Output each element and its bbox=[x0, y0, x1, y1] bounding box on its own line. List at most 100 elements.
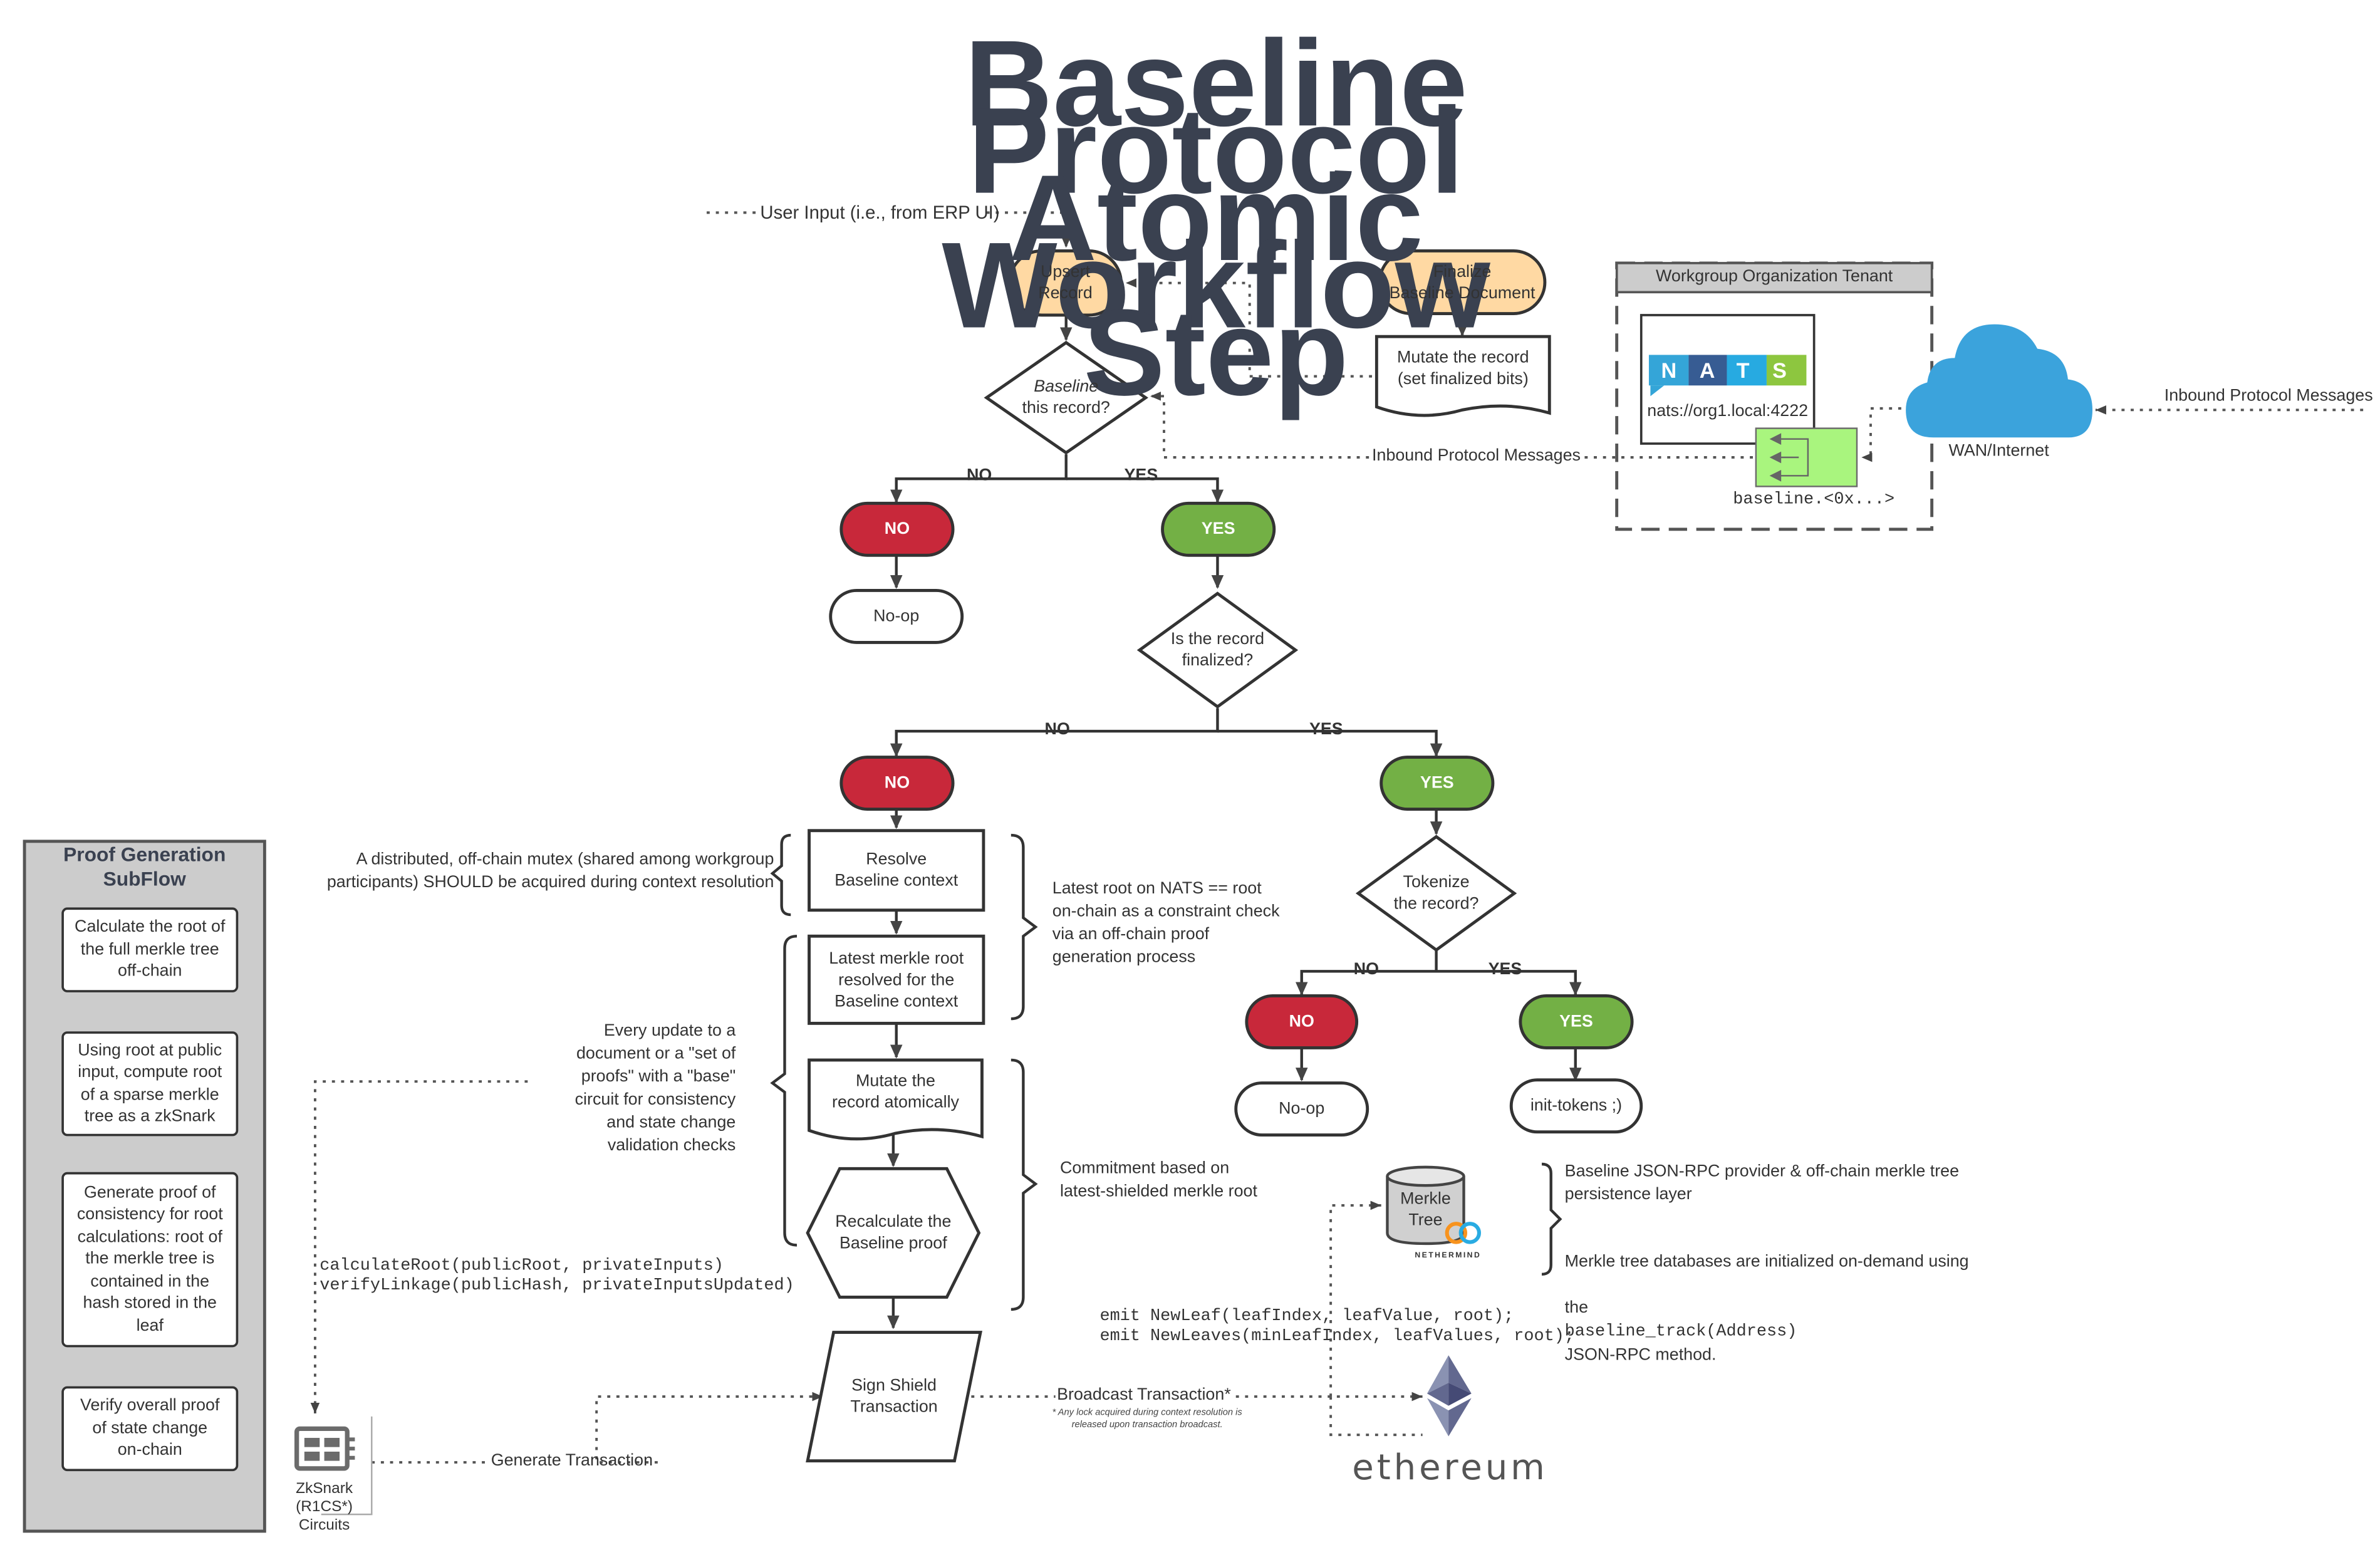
nats-root-note: Latest root on NATS == root on-chain as … bbox=[1052, 879, 1280, 967]
mutex-brace bbox=[770, 833, 791, 917]
merkle-init-the: the bbox=[1564, 1298, 1589, 1318]
emit-events-code: emit NewLeaf(leafIndex, leafValue, root)… bbox=[1099, 1308, 1574, 1346]
nats-subject: baseline.<0x...> bbox=[1733, 491, 1895, 510]
update-brace bbox=[770, 935, 798, 1247]
yes-badge-2-shape bbox=[1380, 756, 1495, 811]
sign-shield-node[interactable]: Sign Shield Transaction bbox=[850, 1376, 938, 1417]
zksnark-label: ZkSnark (R1CS*) Circuits bbox=[296, 1480, 353, 1534]
subflow-graphics bbox=[23, 840, 266, 1533]
branch-no-3-label: NO bbox=[1353, 960, 1380, 979]
baseline-decision-node[interactable]: Baseline this record? bbox=[987, 367, 1146, 429]
solid-connectors bbox=[143, 313, 1582, 1385]
finalize-document-shape bbox=[1378, 249, 1547, 315]
subflow-step-1-box bbox=[61, 907, 239, 992]
ethereum-loop-line bbox=[1329, 1397, 1423, 1437]
merkle-init-code: baseline_track(Address) bbox=[1564, 1323, 1797, 1342]
subflow-title: Proof Generation SubFlow bbox=[63, 843, 226, 890]
generate-to-sign-arrow bbox=[595, 1392, 823, 1464]
tenant-graphics bbox=[1615, 261, 2092, 531]
resolve-context-node[interactable]: Resolve Baseline context bbox=[834, 850, 959, 890]
upsert-record-node[interactable]: Upsert Record bbox=[1038, 263, 1093, 303]
finalized-decision-node[interactable]: Is the record finalized? bbox=[1170, 630, 1265, 670]
nats-logo-text: NATS bbox=[1649, 355, 1806, 385]
jsonrpc-provider-note: Baseline JSON-RPC provider & off-chain m… bbox=[1564, 1162, 1960, 1204]
yes-badge-3-shape bbox=[1519, 994, 1634, 1049]
cloud-icon bbox=[1906, 324, 2092, 438]
user-input-arrow bbox=[986, 211, 1071, 248]
user-input-label: User Input (i.e., from ERP UI) bbox=[760, 202, 1000, 224]
nats-logo-wordmark: NATS bbox=[1661, 358, 1810, 383]
merkle-init-prefix: Merkle tree databases are initialized on… bbox=[1564, 1252, 1969, 1271]
baseline-decision-italic: Baseline bbox=[1034, 378, 1099, 397]
cloud-to-nats-arrow bbox=[1861, 407, 1911, 462]
nats-root-brace bbox=[1011, 833, 1038, 1021]
wan-internet-label: WAN/Internet bbox=[1948, 442, 2049, 460]
noop-1-node[interactable]: No-op bbox=[873, 606, 920, 625]
subflow-step-1[interactable]: Calculate the root of the full merkle tr… bbox=[75, 918, 226, 981]
subflow-step-4[interactable]: Verify overall proof of state change on-… bbox=[80, 1397, 220, 1460]
branch-no-2-label: NO bbox=[1044, 720, 1070, 739]
branch-yes-2-label: YES bbox=[1309, 720, 1343, 739]
zksnark-chip-icon bbox=[294, 1416, 373, 1516]
finalize-to-upsert-arrow bbox=[1125, 278, 1373, 378]
subflow-step-2-box bbox=[61, 1031, 239, 1137]
every-update-note: Every update to a document or a "set of … bbox=[574, 1021, 736, 1155]
mutate-finalized-node[interactable]: Mutate the record (set finalized bits) bbox=[1397, 348, 1529, 389]
init-tokens-node[interactable]: init-tokens ;) bbox=[1530, 1096, 1623, 1115]
subflow-step-3[interactable]: Generate proof of consistency for root c… bbox=[76, 1183, 223, 1335]
tenant-title: Workgroup Organization Tenant bbox=[1656, 268, 1893, 286]
no-badge-3-shape bbox=[1245, 994, 1359, 1049]
nats-subject-glyph bbox=[1769, 433, 1809, 482]
subflow-step-3-box bbox=[61, 1172, 239, 1348]
no-badge-1: NO bbox=[884, 519, 910, 538]
branch-yes-1-label: YES bbox=[1124, 466, 1158, 485]
tokenize-decision-shape bbox=[1355, 835, 1517, 952]
mutate-atomic-node[interactable]: Mutate the record atomically bbox=[831, 1072, 959, 1112]
subflow-step-4-box bbox=[61, 1386, 239, 1472]
mutate-finalized-shape bbox=[1374, 335, 1551, 417]
broadcast-label: Broadcast Transaction* bbox=[1057, 1386, 1231, 1405]
ethereum-logo-icon bbox=[1426, 1355, 1472, 1437]
branch-yes-3-label: YES bbox=[1488, 960, 1522, 979]
recalculate-proof-node[interactable]: Recalculate the Baseline proof bbox=[835, 1213, 952, 1253]
upsert-record-shape bbox=[1007, 249, 1123, 317]
sign-shield-shape bbox=[806, 1331, 982, 1463]
nethermind-brand: NETHERMIND bbox=[1415, 1251, 1482, 1261]
baseline-decision-shape bbox=[984, 340, 1148, 455]
noop-1-shape bbox=[829, 588, 964, 644]
resolve-context-shape bbox=[808, 829, 985, 912]
merkle-brace bbox=[1541, 1162, 1562, 1276]
no-badge-1-shape bbox=[839, 501, 955, 557]
inbound-messages-left: Inbound Protocol Messages bbox=[1372, 446, 1581, 466]
node-shapes bbox=[806, 249, 1643, 1463]
calc-root-code: calculateRoot(publicRoot, privateInputs)… bbox=[320, 1257, 794, 1296]
baseline-decision-rest: this record? bbox=[1022, 399, 1110, 418]
no-badge-2: NO bbox=[884, 773, 910, 792]
inbound-messages-right: Inbound Protocol Messages bbox=[2164, 387, 2373, 406]
yes-badge-1-shape bbox=[1161, 501, 1276, 557]
tenant-header-bar bbox=[1615, 262, 1933, 294]
lock-footnote: * Any lock acquired during context resol… bbox=[1052, 1408, 1242, 1430]
nats-logo-tail bbox=[1650, 385, 1665, 397]
commitment-note: Commitment based on latest-shielded merk… bbox=[1059, 1159, 1257, 1201]
latest-root-node[interactable]: Latest merkle root resolved for the Base… bbox=[829, 949, 964, 1011]
subflow-step-2[interactable]: Using root at public input, compute root… bbox=[78, 1041, 222, 1126]
finalize-document-node[interactable]: Finalize Baseline Document bbox=[1389, 262, 1536, 303]
finalized-decision-shape bbox=[1136, 591, 1299, 709]
mutex-note: A distributed, off-chain mutex (shared a… bbox=[326, 850, 774, 892]
dotted-connectors bbox=[310, 211, 2364, 1464]
noop-2-shape bbox=[1234, 1081, 1369, 1137]
latest-root-shape bbox=[808, 934, 985, 1025]
mutate-atomic-shape bbox=[808, 1058, 984, 1141]
branch-no-1-label: NO bbox=[967, 466, 992, 485]
broadcast-to-merkle-arrow bbox=[1329, 1200, 1381, 1397]
noop-2-node[interactable]: No-op bbox=[1279, 1099, 1325, 1118]
tokenize-decision-node[interactable]: Tokenize the record? bbox=[1393, 873, 1479, 913]
yes-badge-2: YES bbox=[1420, 773, 1454, 792]
inbound-to-baseline-arrow bbox=[1150, 392, 1369, 459]
merkle-tree-label: Merkle Tree bbox=[1400, 1190, 1451, 1230]
no-badge-3: NO bbox=[1289, 1012, 1314, 1031]
yes-badge-1: YES bbox=[1201, 519, 1235, 538]
yes-badge-3: YES bbox=[1559, 1012, 1593, 1031]
